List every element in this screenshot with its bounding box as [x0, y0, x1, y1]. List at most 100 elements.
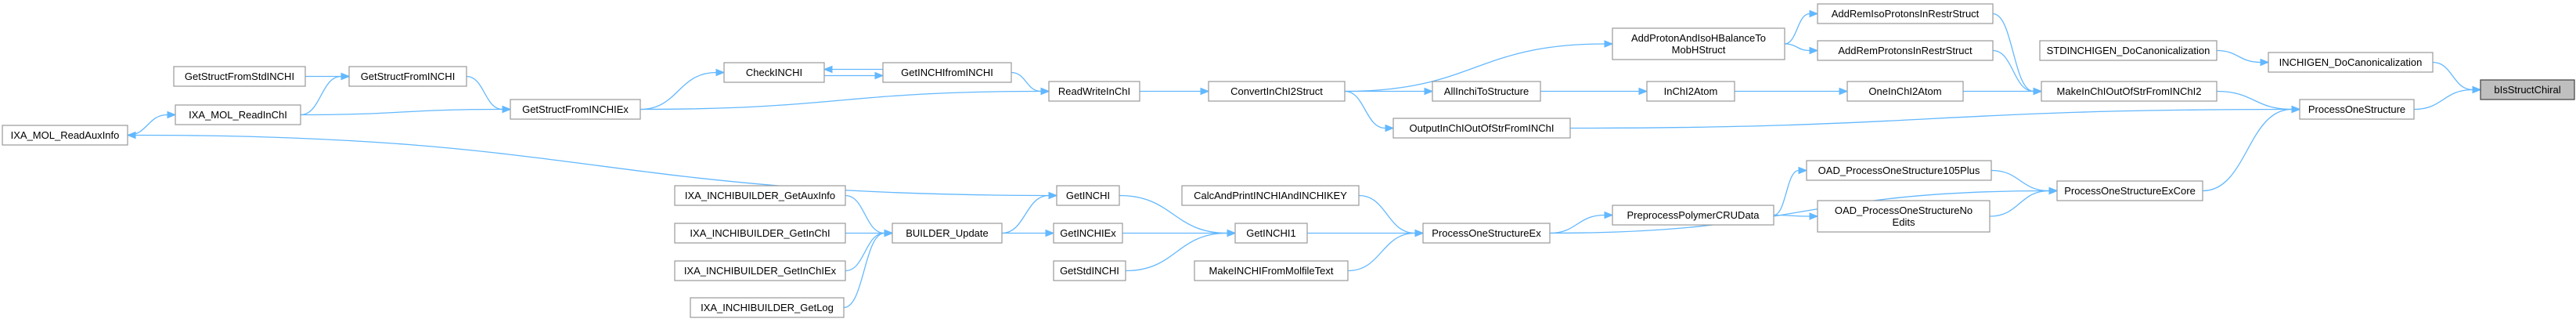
edge-arrowhead: [2260, 58, 2270, 67]
node-box: [690, 297, 845, 318]
edge-oneinchi2atom-to-makeinchioutofstrfrominchi2: [1963, 87, 2043, 96]
node-getinchiex[interactable]: GetINCHIEx: [1053, 223, 1123, 244]
node-addremisoprotonsinrestrstruct[interactable]: AddRemIsoProtonsInRestrStruct: [1817, 3, 1994, 24]
node-getinchi[interactable]: GetINCHI: [1056, 185, 1120, 206]
node-box: [2299, 99, 2415, 120]
edge-ixa-mol-readinchi-to-getstructfrominchi: [300, 72, 351, 116]
edge-line: [845, 194, 885, 234]
node-addremprotonsinrestrstruct[interactable]: AddRemProtonsInRestrStruct: [1817, 40, 1994, 61]
node-box: [1432, 81, 1541, 102]
edge-line: [300, 75, 342, 116]
node-label: ConvertInChI2Struct: [1230, 85, 1323, 97]
node-box: [2, 125, 128, 146]
edge-arrowhead: [1604, 211, 1614, 219]
node-getstdinchi[interactable]: GetStdINCHI: [1053, 260, 1126, 281]
node-checkinchi[interactable]: CheckINCHI: [723, 62, 825, 83]
edge-getstructfrominchiex-to-readwriteinchi: [639, 87, 1050, 110]
node-ixa-inchibuilder-getauxinfo[interactable]: IXA_INCHIBUILDER_GetAuxInfo: [674, 185, 846, 206]
edge-processonestructure-to-bisstructchiral: [2413, 85, 2482, 110]
node-oad-processonestructure105plus[interactable]: OAD_ProcessOneStructure105Plus: [1806, 160, 1992, 181]
node-getstructfrominchi[interactable]: GetStructFromINCHI: [348, 66, 467, 87]
node-preprocesspolymercrudata[interactable]: PreprocessPolymerCRUData: [1612, 205, 1774, 226]
node-box: [1817, 40, 1994, 61]
node-ixa-mol-readinchi[interactable]: IXA_MOL_ReadInChI: [175, 104, 301, 125]
node-processonestructureex[interactable]: ProcessOneStructureEx: [1422, 223, 1551, 244]
node-convertinchi2struct[interactable]: ConvertInChI2Struct: [1208, 81, 1346, 102]
edge-builder-update-to-getinchi: [1001, 191, 1058, 234]
edge-addremisoprotonsinrestrstruct-to-makeinchioutofstrfrominchi2: [1992, 13, 2043, 96]
edge-getinchifrominchi-to-checkinchi: [823, 65, 883, 74]
edge-outputinchioutofstrfrominchi-to-processonestructure: [1569, 105, 2301, 129]
edge-line: [1784, 13, 1810, 45]
edge-line: [639, 90, 1042, 110]
node-box: [1048, 81, 1140, 102]
node-box: [1422, 223, 1551, 244]
node-box: [674, 185, 846, 206]
node-allinchitostructure[interactable]: AllInchiToStructure: [1432, 81, 1541, 102]
node-box: [1612, 27, 1785, 60]
node-label: AddRemProtonsInRestrStruct: [1838, 45, 1973, 56]
node-inchigen-docanonicalization[interactable]: INCHIGEN_DoCanonicalization: [2268, 52, 2434, 73]
edge-line: [2413, 89, 2473, 110]
edge-line: [300, 108, 503, 116]
node-label: ProcessOneStructureEx: [1432, 227, 1541, 239]
edge-arrowhead: [1227, 229, 1237, 237]
node-inchi2atom[interactable]: InChI2Atom: [1646, 81, 1735, 102]
node-getstructfromstdinchi[interactable]: GetStructFromStdINCHI: [173, 66, 306, 87]
node-processonestructure[interactable]: ProcessOneStructure: [2299, 99, 2415, 120]
edge-arrowhead: [126, 131, 136, 139]
node-stdinchigen-docanonicalization[interactable]: STDINCHIGEN_DoCanonicalization: [2039, 40, 2218, 61]
edge-arrowhead: [1040, 87, 1050, 96]
edge-line: [2432, 61, 2473, 91]
node-box: [1817, 3, 1994, 24]
node-builder-update[interactable]: BUILDER_Update: [892, 223, 1003, 244]
node-label: OAD_ProcessOneStructureNo: [1835, 205, 1973, 216]
node-ixa-inchibuilder-getlog[interactable]: IXA_INCHIBUILDER_GetLog: [690, 297, 845, 318]
edge-allinchitostructure-to-inchi2atom: [1540, 87, 1648, 96]
edge-convertinchi2struct-to-addprotonandisohbalancetomobhstruct: [1344, 40, 1614, 92]
edge-arrowhead: [874, 71, 884, 80]
edge-line: [1549, 190, 2050, 234]
node-bisstructchiral[interactable]: bIsStructChiral: [2480, 79, 2575, 100]
edge-arrowhead: [1839, 87, 1849, 96]
edge-arrowhead: [2291, 105, 2301, 114]
node-getinchi1[interactable]: GetINCHI1: [1234, 223, 1308, 244]
edge-line: [1989, 190, 2050, 217]
edge-arrowhead: [340, 72, 351, 81]
edge-ixa-mol-readauxinfo-to-ixa-mol-readinchi: [127, 110, 177, 136]
node-oneinchi2atom[interactable]: OneInChI2Atom: [1846, 81, 1964, 102]
node-label: IXA_INCHIBUILDER_GetInChI: [690, 227, 830, 239]
edge-stdinchigen-docanonicalization-to-inchigen-docanonicalization: [2216, 49, 2270, 67]
node-makeinchifrommolfiletext[interactable]: MakeINCHIFromMolfileText: [1194, 260, 1349, 281]
node-ixa-inchibuilder-getinchi[interactable]: IXA_INCHIBUILDER_GetInChI: [674, 223, 846, 244]
edge-arrowhead: [1638, 87, 1648, 96]
node-box: [1208, 81, 1346, 102]
edge-addremprotonsinrestrstruct-to-makeinchioutofstrfrominchi2: [1992, 49, 2043, 96]
edge-arrowhead: [2048, 187, 2059, 195]
node-label: PreprocessPolymerCRUData: [1627, 209, 1760, 221]
node-outputinchioutofstrfrominchi[interactable]: OutputInChIOutOfStrFromINChI: [1392, 118, 1571, 139]
node-box: [175, 104, 301, 125]
node-ixa-mol-readauxinfo[interactable]: IXA_MOL_ReadAuxInfo: [2, 125, 128, 146]
edge-line: [2202, 108, 2293, 192]
node-makeinchioutofstrfrominchi2[interactable]: MakeInChIOutOfStrFromINChI2: [2041, 81, 2218, 102]
edge-arrowhead: [2472, 85, 2482, 94]
edge-arrowhead: [1798, 166, 1808, 175]
node-getstructfrominchiex[interactable]: GetStructFromINCHIEx: [510, 99, 641, 120]
edge-line: [466, 75, 503, 110]
node-calcandprintinchiandinchikey[interactable]: CalcAndPrintINCHIAndINCHIKEY: [1181, 185, 1360, 206]
node-label: BUILDER_Update: [906, 227, 989, 239]
node-label: GetStdINCHI: [1060, 265, 1119, 277]
edge-arrowhead: [1048, 191, 1058, 200]
node-getinchifrominchi[interactable]: GetINCHIfromINCHI: [882, 62, 1012, 83]
node-label: MobHStruct: [1672, 44, 1726, 56]
node-box: [1056, 185, 1120, 206]
node-readwriteinchi[interactable]: ReadWriteInChI: [1048, 81, 1140, 102]
node-box: [173, 66, 306, 87]
node-ixa-inchibuilder-getinchiex[interactable]: IXA_INCHIBUILDER_GetInChIEx: [674, 260, 846, 281]
edge-line: [127, 114, 168, 136]
edge-arrowhead: [715, 68, 726, 77]
node-processonestructureexcore[interactable]: ProcessOneStructureExCore: [2056, 180, 2203, 201]
